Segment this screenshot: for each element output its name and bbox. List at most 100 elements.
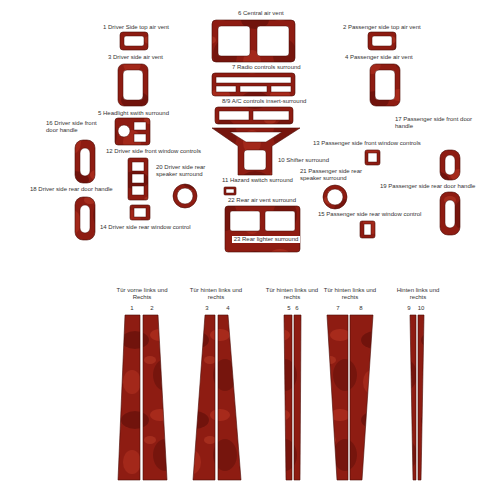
wood-trim-shape [440,192,460,235]
group-label: Hinten links und rechts [392,287,444,301]
wood-trim-shape [216,86,236,92]
part-label: 12 Driver side front window controls [106,148,224,155]
wood-trim-shape [219,111,249,120]
wood-trim-shape [368,32,396,50]
part-label: 21 Passenger side rear speaker surround [300,168,376,182]
wood-trim-shape [445,155,455,175]
wood-trim-shape [360,221,375,238]
callout-number: 2 [147,305,157,312]
wood-trim-shape [445,200,455,228]
part-label: 14 Driver side rear window control [100,224,210,231]
wood-trim-shape [218,26,250,56]
wood-trim-shape [410,315,416,480]
callout-number: 7 [333,305,343,312]
wood-trim-shape [365,150,380,165]
callout-number: 8 [356,305,366,312]
wood-trim-shape [134,208,146,217]
wood-trim-shape [134,122,146,130]
wood-trim-shape [212,73,295,96]
wood-trim-shape [75,140,95,183]
wood-trim-shape [118,315,140,480]
wood-trim-shape [225,206,300,252]
wood-trim-shape [120,32,148,50]
wood-trim-shape [193,315,215,480]
part-label: 18 Driver side rear door handle [30,186,130,193]
wood-trim-shape [173,184,197,208]
callout-number: 9 [404,305,414,312]
part-label: 6 Central air vent [238,10,318,17]
part-label: 1 Driver Side top air vent [103,24,218,31]
wood-trim-shape [230,132,282,142]
part-label: 22 Rear air vent surround [228,197,323,204]
part-label: 19 Passenger side rear door handle [380,183,495,190]
wood-trim-shape [130,205,150,220]
wood-trim-shape [370,64,400,106]
part-label: 3 Driver side air vent [108,54,208,61]
wood-trim-shape [118,125,130,137]
wood-parts [75,20,460,480]
part-label: 20 Driver side rear speaker surround [156,164,220,178]
wood-trim-shape [141,315,142,480]
callout-number: 4 [223,305,233,312]
part-label: 4 Passenger side air vent [345,54,455,61]
part-label: 2 Passenger side top air vent [343,24,463,31]
wood-trim-shape [123,70,143,100]
cutouts [80,26,455,235]
part-label: 23 Rear lighter surround [232,236,300,243]
part-label: 13 Passenger side front window controls [313,140,443,147]
wood-trim-shape [244,150,266,170]
wood-trim-shape [372,36,392,46]
part-label: 8/9 A/C controls insert-surround [222,98,332,105]
part-label: 7 Radio controls surround [232,64,332,71]
wood-trim-shape [230,211,260,231]
wood-trim-shape [257,26,289,56]
wood-trim-shape [294,315,301,480]
part-label: 16 Driver side front door handle [46,120,110,134]
part-label: 5 Headlight swith surround [98,110,198,117]
wood-trim-shape [364,224,371,235]
wood-trim-shape [440,150,460,180]
wood-trim-shape [323,185,347,209]
wood-trim-shape [375,70,395,100]
callout-number: 10 [416,305,426,312]
wood-trim-shape [271,86,291,92]
wood-trim-shape [284,315,292,480]
part-label: 15 Passenger side rear window control [318,211,436,218]
wood-trim-shape [350,315,373,480]
callout-number: 3 [202,305,212,312]
callout-number: 1 [127,305,137,312]
wood-trim-shape [212,128,300,175]
wood-trim-shape [215,107,293,124]
wood-trim-shape [224,187,236,195]
callout-number: 5 [284,305,294,312]
wood-trim-shape [265,211,295,231]
wood-trim-shape [132,174,144,183]
group-label: Tür hinten links und rechts [260,287,324,301]
wood-trim-shape [118,64,148,106]
wood-trim-shape [253,111,289,120]
group-label: Tür vorne links und Rechts [111,287,173,301]
group-label: Tür hinten links und rechts [318,287,382,301]
wood-trim-shape [80,148,90,176]
group-label: Tür hinten links und rechts [184,287,248,301]
wood-trim-shape [80,205,90,233]
wood-trim-shape [124,36,144,46]
callout-number: 6 [292,305,302,312]
wood-trim-shape [115,118,150,145]
wood-trim-shape [75,197,95,240]
wood-trim-shape [134,134,146,142]
part-label: 17 Passenger side front door handle [395,116,475,130]
wood-trim-shape [418,315,424,480]
wood-trim-shape [218,315,241,480]
wood-trim-shape [216,77,291,83]
wood-trim-shape [177,188,193,204]
part-label: 10 Shifter surround [278,157,358,164]
wood-trim-shape [143,315,167,480]
pillar-gaps [142,315,217,480]
wood-trim-shape [212,20,295,62]
wood-trim-shape [327,189,343,205]
wood-trim-shape [132,162,144,171]
wood-trim-shape [327,315,348,480]
